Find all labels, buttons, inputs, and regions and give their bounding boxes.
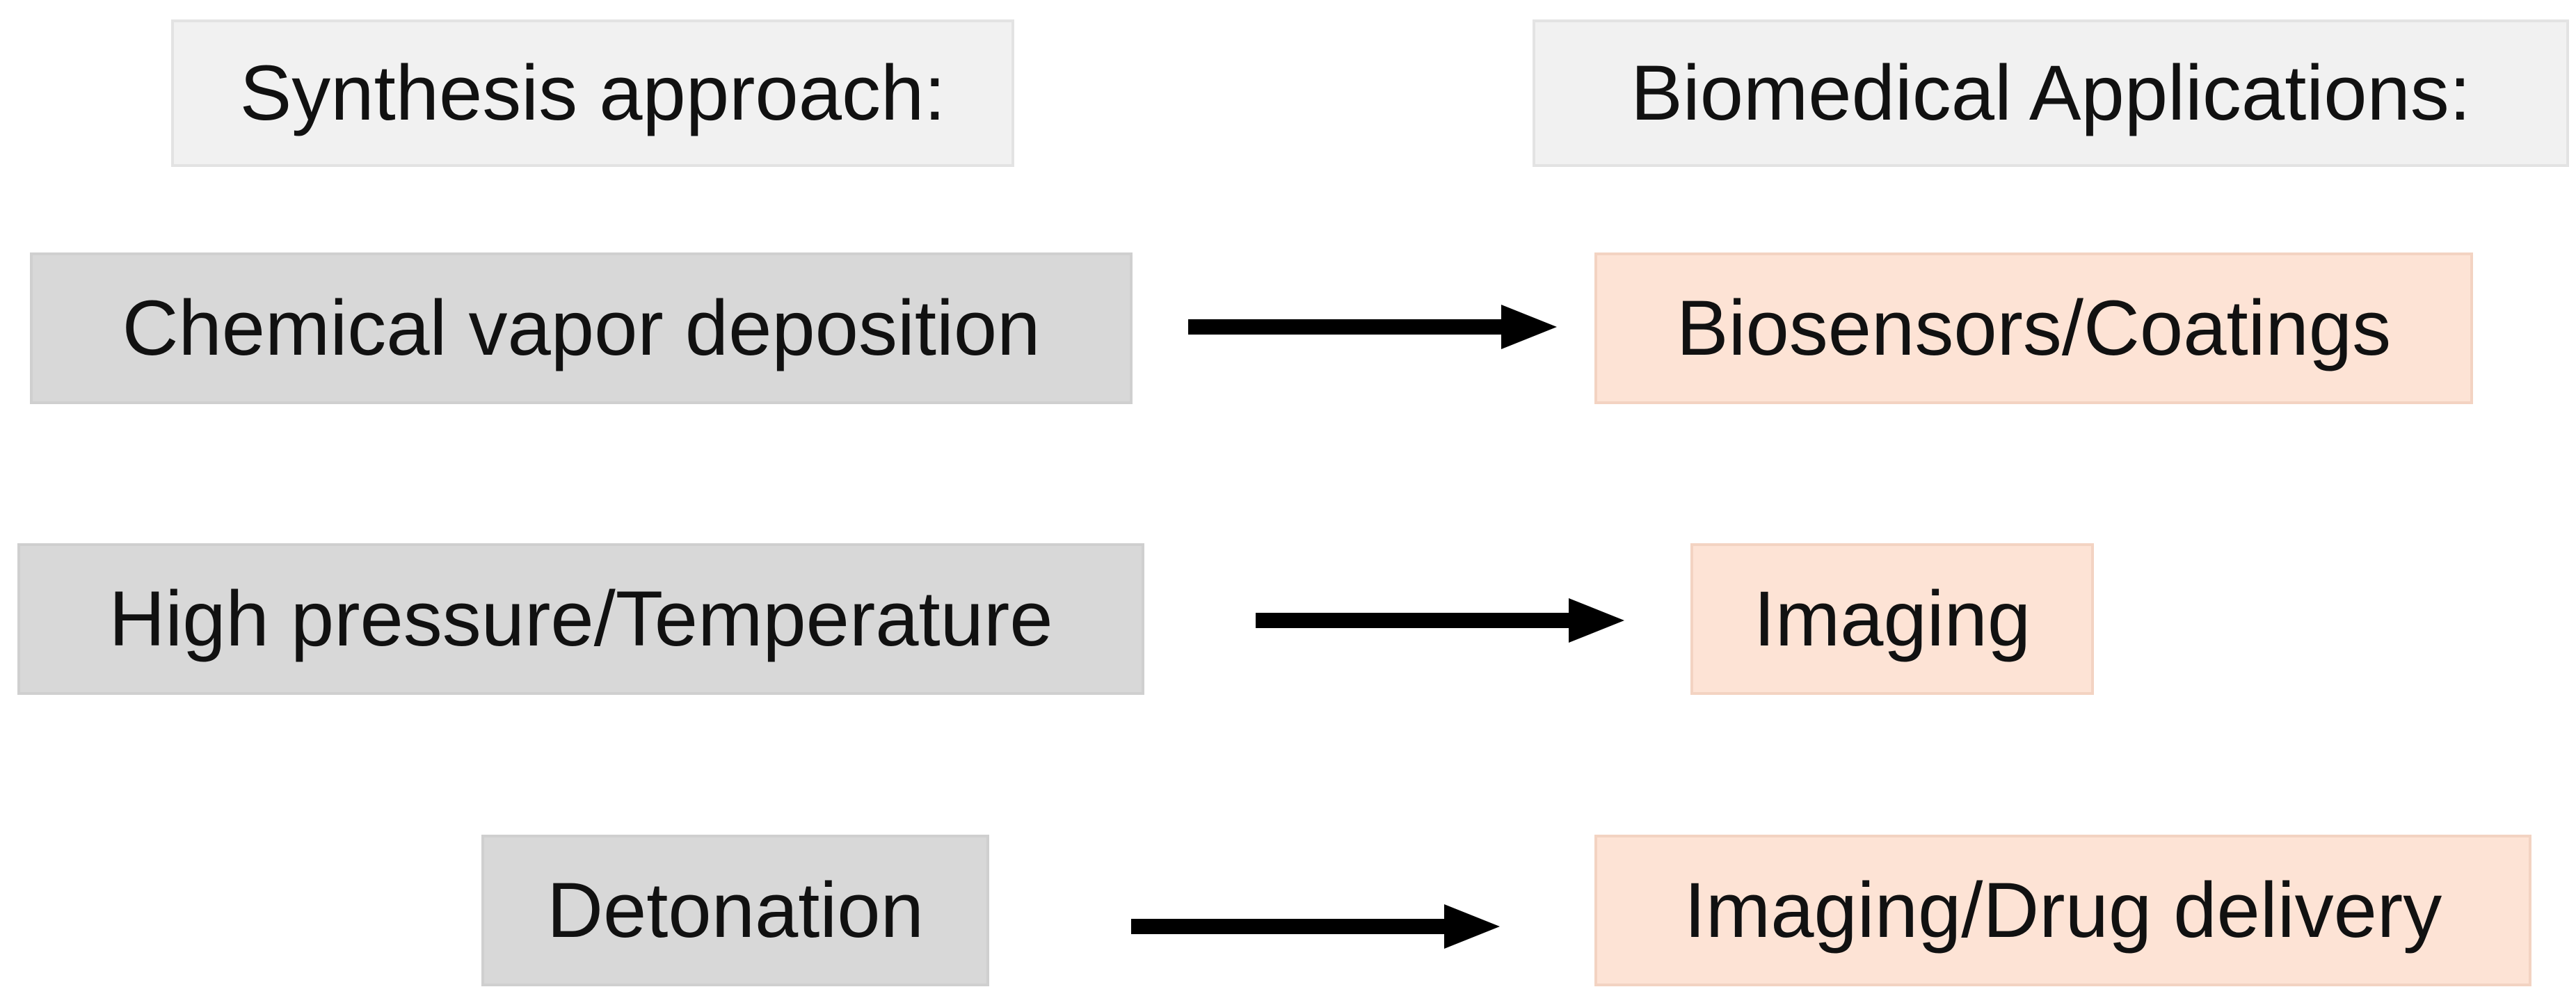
arrow-right-2 bbox=[1256, 598, 1624, 643]
synthesis-approach-header-label: Synthesis approach: bbox=[239, 49, 946, 136]
method-box-chemical-vapor-deposition: Chemical vapor deposition bbox=[30, 252, 1133, 404]
biomedical-applications-header-label: Biomedical Applications: bbox=[1631, 49, 2471, 136]
method-box-detonation: Detonation bbox=[481, 835, 989, 986]
application-label: Imaging/Drug delivery bbox=[1683, 867, 2442, 954]
biomedical-applications-header: Biomedical Applications: bbox=[1533, 19, 2569, 167]
application-label: Biosensors/Coatings bbox=[1676, 284, 2392, 371]
synthesis-approach-header: Synthesis approach: bbox=[171, 19, 1014, 167]
method-label: Chemical vapor deposition bbox=[122, 284, 1041, 371]
arrow-right-3 bbox=[1131, 904, 1500, 949]
method-box-high-pressure-temperature: High pressure/Temperature bbox=[17, 543, 1144, 695]
application-box-imaging-drug-delivery: Imaging/Drug delivery bbox=[1594, 835, 2531, 986]
application-label: Imaging bbox=[1753, 575, 2031, 662]
application-box-imaging: Imaging bbox=[1690, 543, 2094, 695]
arrow-right-1 bbox=[1188, 305, 1557, 349]
method-label: High pressure/Temperature bbox=[109, 575, 1053, 662]
application-box-biosensors-coatings: Biosensors/Coatings bbox=[1594, 252, 2473, 404]
method-label: Detonation bbox=[547, 867, 924, 954]
